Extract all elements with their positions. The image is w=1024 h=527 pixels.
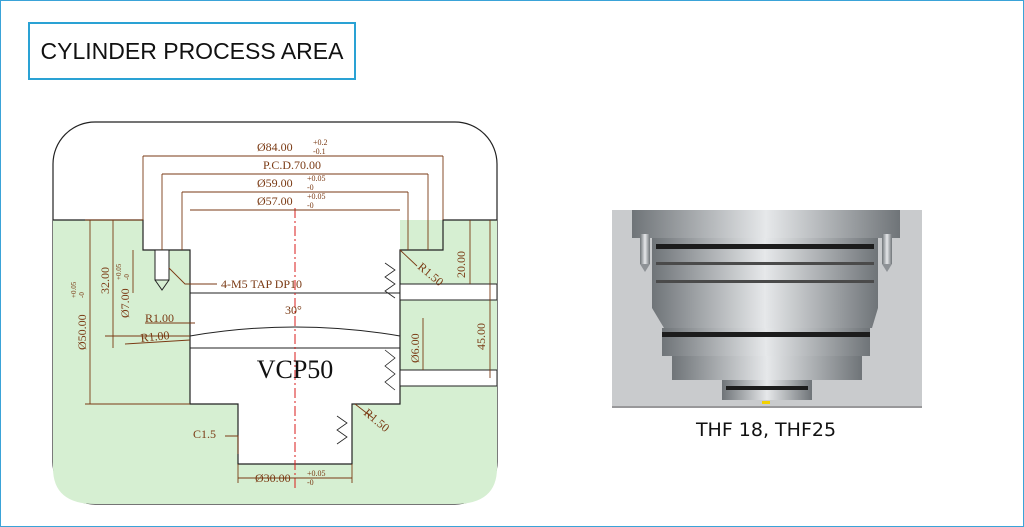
dim-d84: Ø84.00 <box>257 140 293 154</box>
dim-d30-tol-lower: -0 <box>307 478 314 487</box>
dim-d59: Ø59.00 <box>257 176 293 190</box>
dim-h7-tol-lower: -0 <box>123 274 131 280</box>
dim-h7: Ø7.00 <box>118 288 132 318</box>
dim-h50-tol-lower: -0 <box>78 292 86 298</box>
photo-caption: THF 18, THF25 <box>695 419 837 441</box>
cylinder-drawing: Ø84.00 +0.2 -0.1 P.C.D.70.00 Ø59.00 +0.0… <box>52 121 498 505</box>
dim-d59-tol-upper: +0.05 <box>307 174 326 183</box>
dim-c15: C1.5 <box>193 427 216 441</box>
model-label: VCP50 <box>257 355 334 384</box>
dim-d30: Ø30.00 <box>255 471 291 485</box>
dim-r1-a: R1.00 <box>145 311 174 325</box>
dim-angle: 30° <box>285 303 302 317</box>
dim-d59-tol-lower: -0 <box>307 183 314 192</box>
material-area <box>53 220 497 504</box>
dim-h50: Ø50.00 <box>75 314 89 350</box>
dim-d6: Ø6.00 <box>408 333 422 363</box>
dim-h7-tol-upper: +0.05 <box>115 263 123 280</box>
dim-h45: 45.00 <box>474 323 488 350</box>
dim-d57-tol-upper: +0.05 <box>307 192 326 201</box>
dim-h20: 20.00 <box>454 251 468 278</box>
dim-h32: 32.00 <box>98 267 112 294</box>
page-title: CYLINDER PROCESS AREA <box>40 37 344 64</box>
dim-d57-tol-lower: -0 <box>307 201 314 210</box>
dim-h50-tol-upper: +0.05 <box>70 281 78 298</box>
dim-tap: 4-M5 TAP DP10 <box>221 277 302 291</box>
dim-r1-b: R1.00 <box>140 328 170 345</box>
dim-d84-tol-lower: -0.1 <box>313 147 326 156</box>
dim-d57: Ø57.00 <box>257 194 293 208</box>
cylinder-photo <box>612 210 922 408</box>
title-box: CYLINDER PROCESS AREA <box>28 22 356 80</box>
dim-d30-tol-upper: +0.05 <box>307 469 326 478</box>
dim-pcd: P.C.D.70.00 <box>263 158 321 172</box>
dim-d84-tol-upper: +0.2 <box>313 138 328 147</box>
